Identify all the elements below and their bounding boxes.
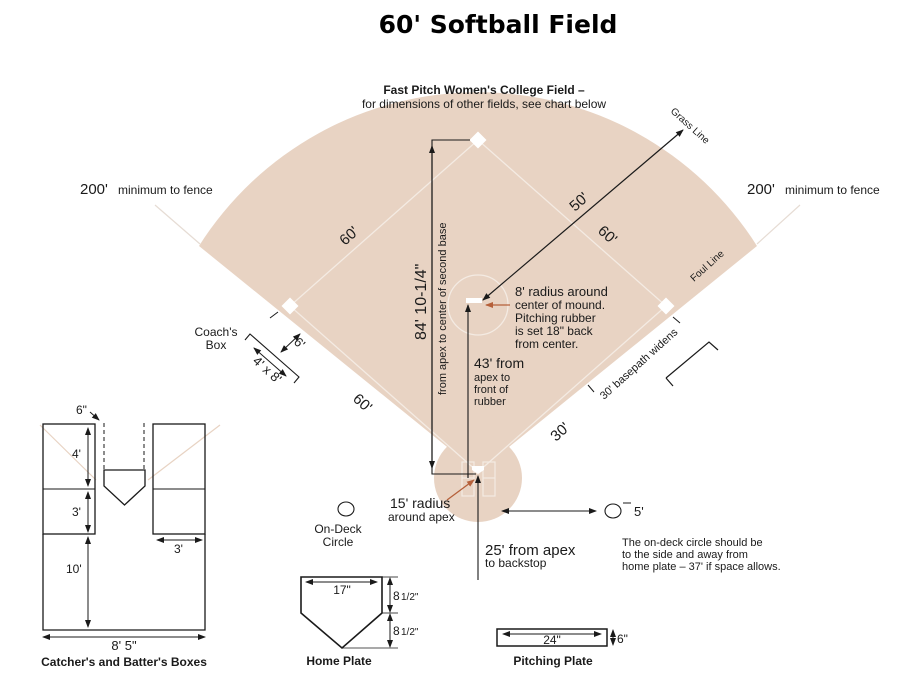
svg-text:3': 3' bbox=[72, 505, 81, 519]
svg-text:15' radius: 15' radius bbox=[390, 495, 450, 511]
fence-label-right: 200' minimum to fence bbox=[747, 181, 880, 198]
svg-text:6": 6" bbox=[76, 403, 87, 417]
on-deck-note: The on-deck circle should be to the side… bbox=[622, 537, 781, 573]
svg-text:1/2": 1/2" bbox=[401, 627, 419, 638]
svg-text:center of mound.: center of mound. bbox=[515, 298, 605, 312]
field-subheading: for dimensions of other fields, see char… bbox=[362, 97, 606, 111]
svg-text:43' from: 43' from bbox=[474, 355, 524, 371]
svg-text:is set 18" back: is set 18" back bbox=[515, 324, 594, 338]
svg-text:4' x 8': 4' x 8' bbox=[250, 353, 285, 386]
svg-text:Circle: Circle bbox=[323, 535, 354, 549]
home-plate-on-field bbox=[472, 466, 484, 474]
svg-text:6": 6" bbox=[617, 632, 628, 646]
svg-text:1/2": 1/2" bbox=[401, 592, 419, 603]
svg-text:Coach's: Coach's bbox=[195, 325, 238, 339]
basepath-widens-bracket bbox=[665, 341, 719, 379]
pitching-plate-detail: 24" 6" Pitching Plate bbox=[496, 628, 628, 668]
grass-line-label: Grass Line bbox=[668, 106, 712, 147]
pitching-rubber bbox=[466, 298, 482, 303]
third-base bbox=[281, 297, 299, 315]
svg-text:8' radius around: 8' radius around bbox=[515, 284, 608, 299]
svg-text:home plate – 37' if space allo: home plate – 37' if space allows. bbox=[622, 561, 781, 573]
svg-text:minimum to fence: minimum to fence bbox=[785, 183, 880, 197]
mound-note: 8' radius around center of mound. Pitchi… bbox=[515, 284, 608, 351]
field-heading: Fast Pitch Women's College Field – bbox=[383, 83, 585, 97]
svg-text:10': 10' bbox=[66, 562, 82, 576]
svg-text:8' 5": 8' 5" bbox=[111, 638, 137, 653]
svg-text:On-Deck: On-Deck bbox=[314, 522, 362, 536]
apex-radius-arrow bbox=[446, 479, 475, 501]
grass-distance-arrow bbox=[482, 129, 684, 301]
svg-text:front of: front of bbox=[474, 384, 509, 396]
svg-text:The on-deck circle should be: The on-deck circle should be bbox=[622, 537, 763, 549]
svg-text:Home Plate: Home Plate bbox=[306, 654, 372, 668]
svg-text:6': 6' bbox=[291, 334, 308, 352]
svg-text:from center.: from center. bbox=[515, 337, 578, 351]
second-base-distance-dimension bbox=[429, 139, 476, 475]
second-base-distance-value: 84' 10-1/4" bbox=[413, 264, 430, 340]
svg-text:25' from apex: 25' from apex bbox=[485, 542, 576, 559]
svg-text:200': 200' bbox=[80, 181, 108, 198]
second-base-distance-text: from apex to center of second base bbox=[437, 223, 449, 395]
svg-text:rubber: rubber bbox=[474, 396, 506, 408]
svg-text:5': 5' bbox=[634, 504, 644, 519]
svg-text:8: 8 bbox=[393, 624, 400, 638]
fence-line-right bbox=[756, 204, 801, 245]
home-plate-detail: 17" 8 1/2" 8 1/2" Home Plate bbox=[300, 576, 419, 668]
coach-box: Coach's Box 4' x 8' 6' bbox=[195, 311, 308, 386]
catcher-batter-boxes: 6" 4' 3' 3' 10' 8' 5" Catcher's and Batt… bbox=[39, 403, 221, 669]
svg-text:4': 4' bbox=[72, 447, 81, 461]
page-title: 60' Softball Field bbox=[379, 10, 618, 39]
on-deck-circle-right: 5' bbox=[604, 502, 644, 519]
svg-text:200': 200' bbox=[747, 181, 775, 198]
svg-text:24": 24" bbox=[543, 633, 561, 647]
backstop-label: 25' from apex to backstop bbox=[485, 542, 576, 570]
basepath-label-home-1b: 30' bbox=[547, 419, 573, 445]
apex-radius-label: 15' radius around apex bbox=[388, 495, 455, 524]
on-deck-circle-left: On-Deck Circle bbox=[314, 501, 363, 549]
svg-text:17": 17" bbox=[333, 583, 351, 597]
svg-text:Box: Box bbox=[206, 338, 227, 352]
svg-text:around apex: around apex bbox=[388, 510, 455, 524]
svg-text:Catcher's and Batter's Boxes: Catcher's and Batter's Boxes bbox=[41, 655, 207, 669]
first-base bbox=[657, 297, 675, 315]
svg-text:to backstop: to backstop bbox=[485, 556, 547, 570]
svg-text:Pitching rubber: Pitching rubber bbox=[515, 311, 596, 325]
svg-text:3': 3' bbox=[174, 542, 183, 556]
fence-line-left bbox=[154, 204, 201, 245]
svg-text:minimum to fence: minimum to fence bbox=[118, 183, 213, 197]
svg-text:Pitching Plate: Pitching Plate bbox=[513, 654, 593, 668]
svg-text:8: 8 bbox=[393, 589, 400, 603]
svg-text:apex to: apex to bbox=[474, 372, 510, 384]
rubber-distance-label: 43' from apex to front of rubber bbox=[474, 355, 524, 408]
basepath-label-home-3b: 60' bbox=[349, 390, 375, 416]
fence-label-left: 200' minimum to fence bbox=[80, 181, 213, 198]
svg-text:to the side and away from: to the side and away from bbox=[622, 549, 748, 561]
